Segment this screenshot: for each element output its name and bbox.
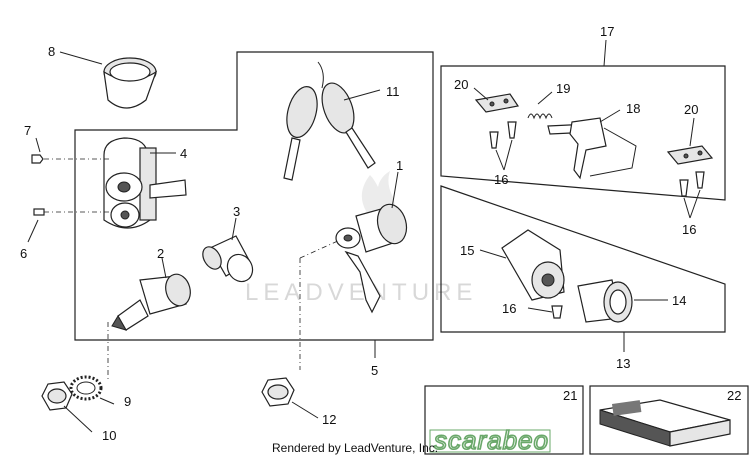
- part-7-screw: [31, 154, 110, 164]
- part-22-manual: [599, 399, 731, 447]
- callout-20-left: 20: [454, 77, 468, 92]
- part-13-frame: [440, 185, 726, 333]
- callout-10: 10: [102, 428, 116, 443]
- callout-2: 2: [157, 246, 164, 261]
- part-6-screw: [33, 208, 110, 216]
- callout-13: 13: [616, 356, 630, 371]
- callout-14: 14: [672, 293, 686, 308]
- part-11-keys: [283, 61, 376, 181]
- callout-12: 12: [322, 412, 336, 427]
- part-21-badge: scarabeo: [429, 424, 551, 456]
- part-20-bracket-right: [666, 145, 714, 165]
- leader-lines: [27, 39, 701, 433]
- callout-22: 22: [727, 388, 741, 403]
- callout-9: 9: [124, 394, 131, 409]
- part-2-cylinder: [111, 273, 191, 331]
- callout-17: 17: [600, 24, 614, 39]
- part-4-lock-housing: [103, 137, 187, 229]
- part-14-bushing: [577, 279, 633, 323]
- part-12-nut: [261, 377, 295, 407]
- part-10-nut: [41, 381, 73, 411]
- watermark-text: LEADVENTURE: [245, 279, 477, 306]
- callout-numbers: 8 7 4 6 11 1 3 2 5 9 10 12 17 20 19 18 2…: [20, 24, 741, 443]
- callout-3: 3: [233, 204, 240, 219]
- part-22-frame: [589, 385, 749, 455]
- watermark: LEADVENTURE: [245, 171, 477, 306]
- part-20-bracket-left: [474, 93, 520, 113]
- callout-8: 8: [48, 44, 55, 59]
- callout-16-lower: 16: [502, 301, 516, 316]
- part-21-frame: [424, 385, 584, 455]
- part-9-lock-washer: [69, 375, 103, 401]
- badge-logo-text: scarabeo: [434, 425, 549, 455]
- part-17-frame: [440, 65, 726, 201]
- part-18-hook: [547, 117, 637, 180]
- callout-19: 19: [556, 81, 570, 96]
- callout-20-right: 20: [684, 102, 698, 117]
- callout-18: 18: [626, 101, 640, 116]
- part-19-spring: [527, 113, 553, 120]
- part-16-screws-upper-left: [489, 121, 517, 149]
- part-8-sleeve: [103, 57, 158, 109]
- callout-11: 11: [386, 84, 400, 99]
- callout-7: 7: [24, 123, 31, 138]
- callout-16-upper-left: 16: [494, 172, 508, 187]
- callout-6: 6: [20, 246, 27, 261]
- callout-1: 1: [396, 158, 403, 173]
- part-15-cam-housing: [501, 229, 565, 301]
- callout-16-upper-right: 16: [682, 222, 696, 237]
- callout-5: 5: [371, 363, 378, 378]
- part-1-lock-cam: [299, 203, 408, 370]
- callout-15: 15: [460, 243, 474, 258]
- callout-21: 21: [563, 388, 577, 403]
- callout-4: 4: [180, 146, 187, 161]
- part-16-screws-upper-right: [679, 171, 705, 197]
- render-credit: Rendered by LeadVenture, Inc.: [272, 441, 438, 455]
- part-16-screw-lower: [551, 305, 563, 319]
- part-3-barrel: [202, 235, 254, 283]
- lock-group-frame: [74, 51, 434, 341]
